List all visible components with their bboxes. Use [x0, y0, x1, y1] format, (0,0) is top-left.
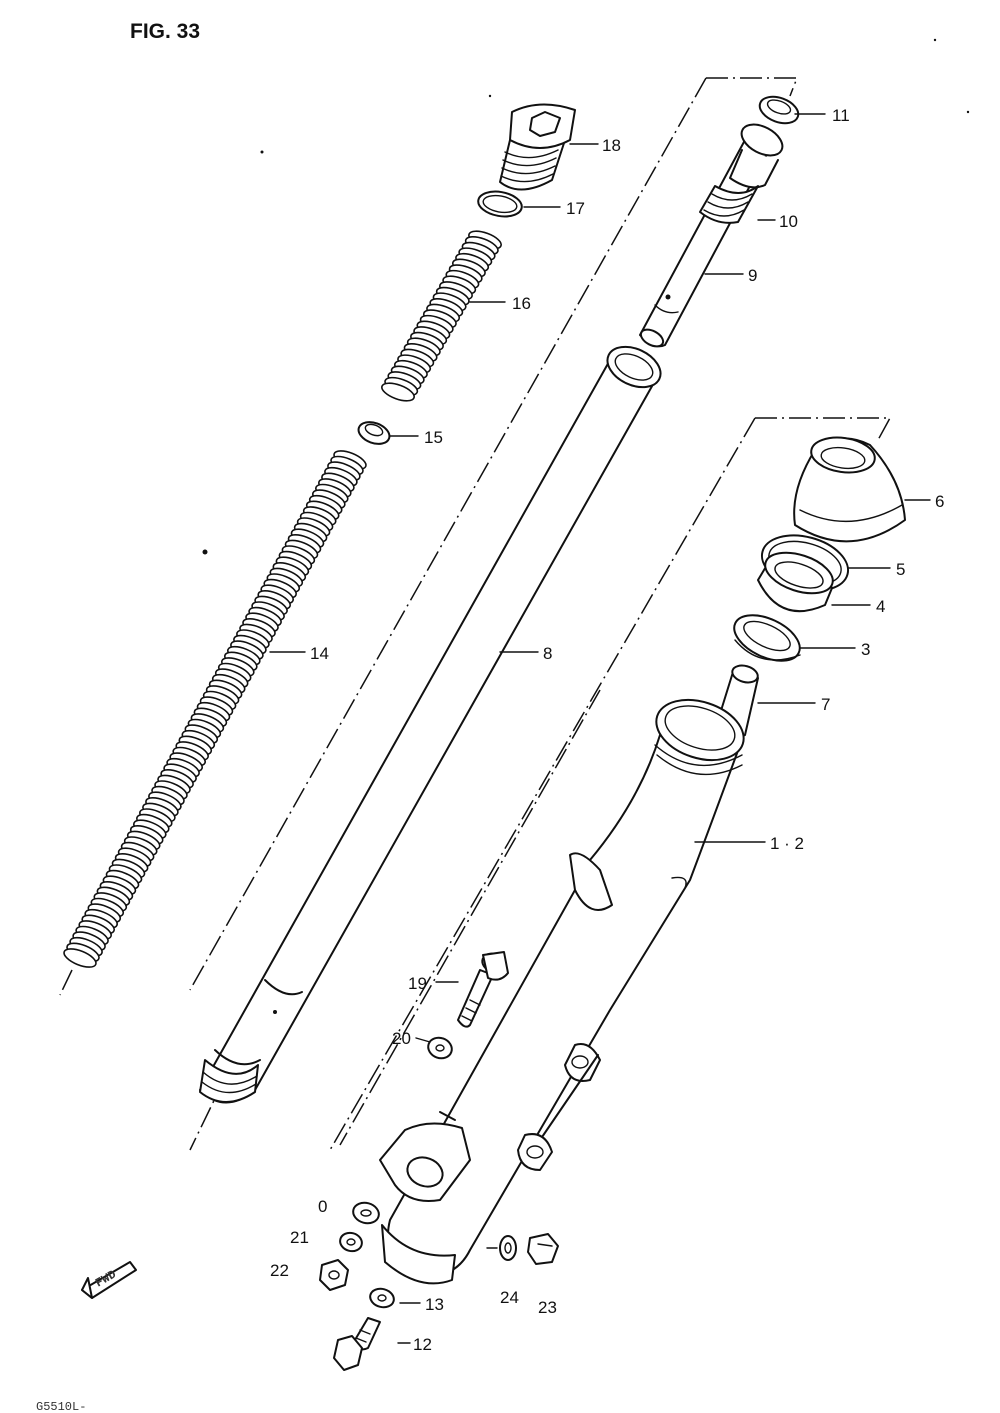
washer-20b — [352, 1201, 380, 1225]
callout-22: 22 — [270, 1261, 289, 1280]
callout-11: 11 — [832, 106, 850, 125]
callout-23: 23 — [538, 1298, 557, 1317]
callout-20: 20 — [392, 1029, 411, 1048]
callout-21: 21 — [290, 1228, 309, 1247]
callout-3: 3 — [861, 640, 870, 659]
washer-20 — [427, 1036, 453, 1060]
dust-boot-6 — [793, 436, 906, 543]
washer-24 — [499, 1235, 517, 1261]
footer-code: G5510L- — [36, 1400, 86, 1413]
callout-5: 5 — [896, 560, 905, 579]
scan-specks — [202, 38, 970, 555]
callout-8: 8 — [543, 644, 552, 663]
spring-coil — [63, 948, 97, 968]
piston-ring-10 — [699, 185, 759, 224]
leader-lines — [269, 113, 931, 1344]
spring-coil — [381, 382, 415, 402]
bolt-19 — [457, 951, 509, 1028]
fork-cap-bolt-18 — [499, 103, 576, 191]
washer-13 — [369, 1287, 395, 1309]
callout-16: 16 — [512, 294, 531, 313]
callout-1-2: 1 · 2 — [770, 834, 804, 853]
callout-12: 12 — [413, 1335, 432, 1354]
callout-14: 14 — [310, 644, 329, 663]
damper-rod-9 — [639, 123, 784, 348]
washer-21 — [339, 1231, 363, 1253]
callout-24: 24 — [500, 1288, 519, 1307]
callout-numbers: 11 18 17 10 9 16 15 14 8 6 5 4 3 7 1 · 2… — [270, 106, 944, 1354]
callout-15: 15 — [424, 428, 443, 447]
callout-7: 7 — [821, 695, 830, 714]
callout-6: 6 — [935, 492, 944, 511]
callout-19: 19 — [408, 974, 427, 993]
callout-10: 10 — [779, 212, 798, 231]
outer-fork-tube-1-2 — [379, 698, 745, 1285]
callout-18: 18 — [602, 136, 621, 155]
callout-9: 9 — [748, 266, 757, 285]
o-ring-17 — [477, 190, 523, 218]
short-spring-16 — [381, 230, 502, 402]
forward-arrow-icon: FWD — [81, 1261, 137, 1299]
washer-3 — [733, 614, 801, 662]
callout-4: 4 — [876, 597, 885, 616]
callout-20b: 0 — [318, 1197, 327, 1216]
inner-fork-tube-8 — [199, 345, 662, 1104]
oil-seal-4 — [757, 551, 834, 613]
spacer-15 — [357, 421, 391, 445]
long-spring-14 — [63, 450, 367, 968]
callout-17: 17 — [566, 199, 585, 218]
drain-bolt-23 — [527, 1233, 559, 1265]
seal-11 — [758, 95, 800, 125]
nut-22 — [319, 1259, 349, 1291]
figure-title: FIG. 33 — [130, 20, 200, 43]
assembly-guide-lines — [59, 77, 892, 1151]
bolt-12 — [333, 1317, 381, 1371]
callout-13: 13 — [425, 1295, 444, 1314]
